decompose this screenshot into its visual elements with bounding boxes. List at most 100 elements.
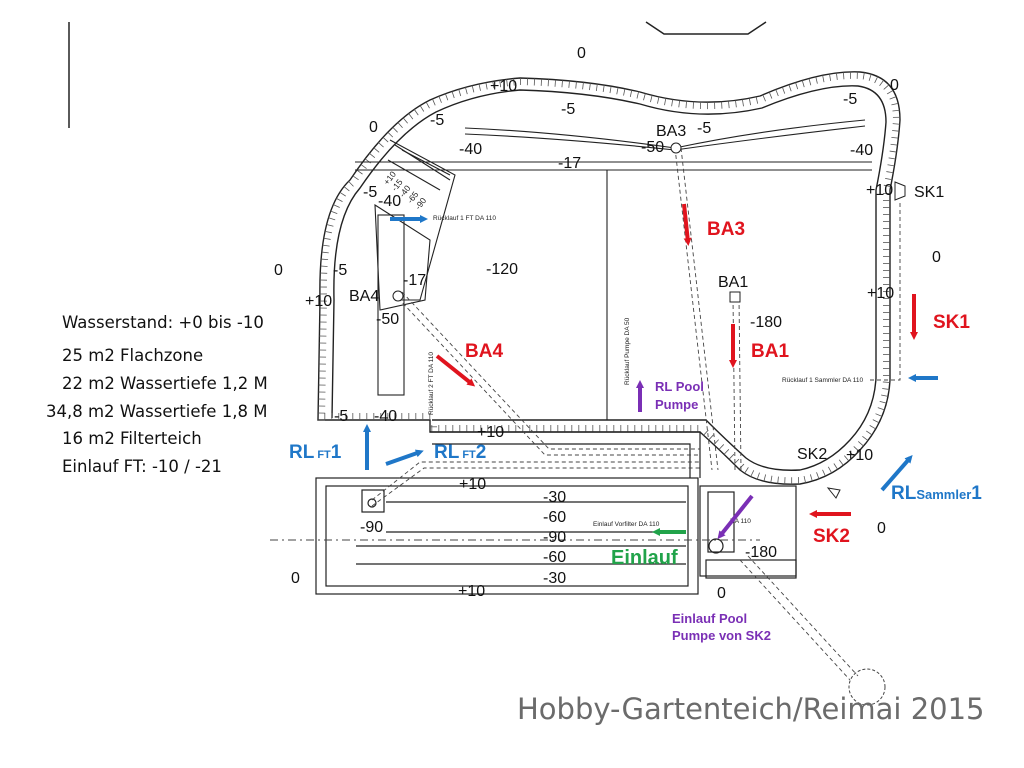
wall-tick xyxy=(703,429,709,436)
wall-tick xyxy=(879,79,885,86)
annotation-rl-pool-2: Pumpe xyxy=(655,397,698,412)
wall-tick xyxy=(815,76,818,84)
wall-tick xyxy=(425,101,430,109)
wall-tick xyxy=(775,89,779,97)
wall-tick xyxy=(877,407,885,411)
wall-tick xyxy=(883,184,891,187)
wall-tick xyxy=(352,175,359,181)
pond-outer-wall xyxy=(317,71,901,485)
pipe-runs xyxy=(270,147,901,681)
wall-tick xyxy=(369,152,376,158)
point-ba3-marker xyxy=(670,142,682,154)
wall-tick xyxy=(844,455,850,462)
wall-tick xyxy=(833,463,838,470)
depth-label: -17 xyxy=(558,155,581,172)
wall-tick xyxy=(882,388,890,390)
wall-tick xyxy=(872,419,880,424)
wall-tick xyxy=(609,86,612,94)
wall-hatching xyxy=(317,71,900,485)
wall-tick xyxy=(868,74,872,81)
wall-tick xyxy=(763,474,767,482)
depth-label: +10 xyxy=(866,182,893,199)
wall-tick xyxy=(718,444,725,450)
annotation-einlauf: Einlauf xyxy=(611,547,678,569)
point-ba1-marker xyxy=(729,291,741,303)
wall-tick xyxy=(471,85,475,93)
wall-tick xyxy=(623,88,626,96)
annotation-rl-pool-1: RL Pool xyxy=(655,379,704,394)
wall-tick xyxy=(478,83,481,91)
depth-label: -180 xyxy=(745,544,777,561)
wall-tick xyxy=(756,472,760,480)
wall-tick xyxy=(402,117,408,124)
wall-tick xyxy=(685,101,687,109)
depth-label: -40 xyxy=(374,408,397,425)
wall-tick xyxy=(728,453,735,460)
annotation-rl-sammler: RLSammler1 xyxy=(891,483,982,504)
depth-label: 0 xyxy=(890,77,899,94)
pipe-labels: Rücklauf 1 FT DA 110 Rücklauf 1 Sammler … xyxy=(428,215,864,528)
wall-tick xyxy=(881,394,889,397)
annotation-sk2: SK2 xyxy=(813,526,850,547)
slide-top-shape xyxy=(645,21,767,35)
legend-depth-1-2: 22 m2 Wassertiefe 1,2 M xyxy=(62,374,268,393)
wall-tick xyxy=(326,224,334,227)
wall-tick xyxy=(801,80,805,88)
depth-label: -180 xyxy=(750,314,782,331)
wall-tick xyxy=(561,80,563,88)
label-sk2: SK2 xyxy=(797,446,827,463)
wall-tick xyxy=(890,143,898,146)
wall-tick xyxy=(822,469,826,477)
depth-label: -50 xyxy=(641,139,664,156)
annotation-labels: BA3 BA4 BA1 SK1 SK2 RL Pool Pumpe Einlau… xyxy=(289,219,982,643)
label-ruecklauf1-ft: Rücklauf 1 FT DA 110 xyxy=(433,215,496,222)
depth-label: -30 xyxy=(543,570,566,587)
depth-label: +10 xyxy=(305,293,332,310)
wall-tick xyxy=(708,434,714,441)
depth-labels: 0 +10 -5 -5 0 0 -5 -40 -50 -5 -17 -40 +1… xyxy=(274,45,941,602)
wall-tick xyxy=(809,474,813,482)
annotation-ba3: BA3 xyxy=(707,219,745,240)
wall-tick xyxy=(838,459,844,466)
wall-tick xyxy=(733,458,740,465)
wall-tick xyxy=(589,83,591,91)
wall-tick xyxy=(803,475,806,483)
wall-tick xyxy=(750,470,755,477)
depth-label: 0 xyxy=(369,119,378,136)
wall-tick xyxy=(879,400,887,404)
wall-tick xyxy=(392,126,398,133)
wall-tick xyxy=(862,72,865,80)
depth-label: -90 xyxy=(360,519,383,536)
wall-tick xyxy=(330,210,338,214)
wall-tick xyxy=(892,130,900,132)
wall-tick xyxy=(602,85,605,93)
annotation-einlauf-pool-2: Pumpe von SK2 xyxy=(672,628,771,643)
wall-tick xyxy=(853,446,860,452)
wall-tick xyxy=(373,147,380,153)
wall-tick xyxy=(888,157,896,160)
depth-label: -30 xyxy=(543,489,566,506)
wall-tick xyxy=(671,99,674,107)
wall-tick xyxy=(485,82,488,90)
wall-tick xyxy=(875,413,883,417)
wall-tick xyxy=(742,99,744,107)
depth-label: 0 xyxy=(717,585,726,602)
wall-tick xyxy=(321,251,329,254)
wall-tick xyxy=(419,105,425,112)
wall-tick xyxy=(874,76,879,84)
wall-tick xyxy=(321,258,329,261)
wall-tick xyxy=(891,102,899,106)
wall-tick xyxy=(735,100,737,108)
wall-tick xyxy=(781,86,786,94)
depth-label: -60 xyxy=(543,549,566,566)
wall-tick xyxy=(885,177,893,181)
wall-tick xyxy=(657,96,660,104)
depth-label: +10 xyxy=(458,583,485,600)
wall-tick xyxy=(595,84,598,92)
wall-tick xyxy=(768,91,773,99)
depth-label: -40 xyxy=(459,141,482,158)
wall-tick xyxy=(465,87,468,95)
